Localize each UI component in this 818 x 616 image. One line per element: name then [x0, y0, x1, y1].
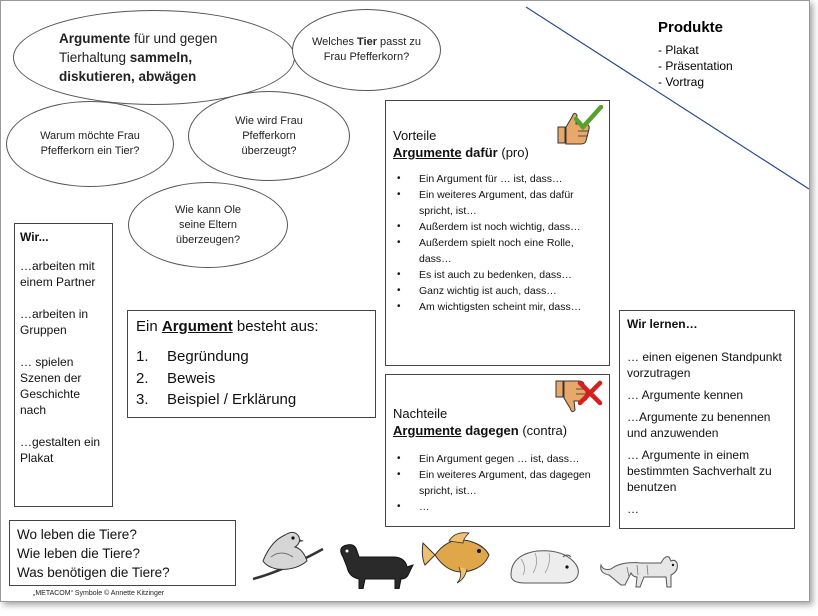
- vorteile-item: Ganz wichtig ist auch, dass…: [397, 283, 603, 299]
- bubble-warum: Warum möchte Frau Pfefferkorn ein Tier?: [6, 101, 174, 187]
- vorteile-sub-bold: Argumente: [393, 145, 462, 160]
- vorteile-item: Ein Argument für … ist, dass…: [397, 171, 603, 187]
- nachteile-item: Ein Argument gegen … ist, dass…: [397, 451, 603, 467]
- nachteile-sub-rest: (contra): [518, 423, 568, 438]
- vorteile-sub-bold2: dafür: [461, 145, 498, 160]
- tiere-line: Wo leben die Tiere?: [17, 527, 137, 542]
- wir-lernen-box: Wir lernen… … einen eigenen Standpunkt v…: [619, 310, 795, 529]
- bubble-argumente-text1: für und gegen Tierhaltung: [59, 31, 218, 65]
- nachteile-sub-bold: Argumente: [393, 423, 462, 438]
- vorteile-box: Vorteile Argumente dafür (pro) Ein Argum…: [385, 100, 610, 366]
- produkte-item: - Präsentation: [658, 59, 733, 73]
- vorteile-list: Ein Argument für … ist, dass… Ein weiter…: [393, 171, 603, 315]
- bubble-warum-text: Warum möchte Frau Pfefferkorn ein Tier?: [40, 130, 140, 157]
- nachteile-item: Ein weiteres Argument, das dagegen spric…: [397, 467, 603, 499]
- argument-item: 2.Beweis: [136, 369, 216, 387]
- diagonal-line: [525, 6, 809, 190]
- bubble-welches-bold: Tier: [357, 36, 377, 48]
- bubble-welches-pre: Welches: [311, 36, 358, 48]
- bubble-argumente: Argumente für und gegen Tierhaltung samm…: [13, 10, 295, 105]
- bubble-wie-wird: Wie wird Frau Pfefferkorn überzeugt?: [188, 91, 350, 181]
- bubble-argumente-bold1: Argumente: [59, 31, 131, 46]
- produkte-item: - Vortrag: [658, 75, 705, 89]
- argument-bold: Argument: [161, 318, 233, 335]
- vorteile-title: Vorteile: [393, 128, 437, 143]
- produkte-block: Produkte - Plakat - Präsentation - Vortr…: [658, 19, 733, 90]
- nachteile-item: …: [397, 499, 603, 515]
- argument-pre: Ein: [136, 318, 162, 335]
- wir-item: … spielen Szenen der Geschichte nach: [20, 355, 82, 417]
- wir-lernen-item: …Argumente zu benennen und anzuwenden: [627, 410, 771, 440]
- slide: Argumente für und gegen Tierhaltung samm…: [0, 0, 810, 602]
- cat-icon: [600, 556, 678, 588]
- thumbs-down-cross-icon: [555, 380, 603, 413]
- bubble-welches-post: passt zu Frau Pfefferkorn?: [323, 36, 422, 63]
- vorteile-sub-rest: (pro): [497, 145, 529, 160]
- dog-icon: [340, 544, 414, 589]
- tiere-line: Was benötigen die Tiere?: [17, 565, 170, 580]
- wir-item: …gestalten ein Plakat: [20, 435, 101, 465]
- wir-lernen-item: … einen eigenen Standpunkt vorzutragen: [627, 350, 782, 380]
- bubble-welches-tier: Welches Tier passt zu Frau Pfefferkorn?: [292, 9, 441, 91]
- vorteile-item: Am wichtigsten scheint mir, dass…: [397, 299, 603, 315]
- thumbs-up-check-icon: [557, 105, 604, 145]
- nachteile-title: Nachteile: [393, 406, 448, 421]
- wir-lernen-item: …: [627, 502, 639, 516]
- wir-box: Wir... …arbeiten mit einem Partner …arbe…: [14, 223, 113, 507]
- produkte-title: Produkte: [658, 19, 724, 36]
- argument-item: 1.Begründung: [136, 348, 249, 365]
- argument-post: besteht aus:: [232, 318, 319, 335]
- wir-title: Wir...: [20, 230, 49, 244]
- bubble-argumente-bold2: sammeln, diskutieren, abwägen: [59, 50, 197, 84]
- tiere-box: Wo leben die Tiere? Wie leben die Tiere?…: [9, 520, 236, 586]
- bubble-wie-wird-text: Wie wird Frau Pfefferkorn überzeugt?: [235, 114, 303, 157]
- argument-box: Ein Argument besteht aus: 1.Begründung 2…: [127, 310, 376, 418]
- bubble-wie-kann: Wie kann Ole seine Eltern überzeugen?: [128, 182, 288, 268]
- nachteile-list: Ein Argument gegen … ist, dass… Ein weit…: [393, 451, 603, 515]
- vorteile-item: Außerdem ist noch wichtig, dass…: [397, 219, 603, 235]
- wir-lernen-item: … Argumente in einem bestimmten Sachverh…: [627, 448, 772, 494]
- nachteile-box: Nachteile Argumente dagegen (contra) Ein…: [385, 374, 610, 527]
- vorteile-item: Außerdem spielt noch eine Rolle, dass…: [397, 235, 603, 267]
- vorteile-item: Es ist auch zu bedenken, dass…: [397, 267, 603, 283]
- guinea-pig-icon: [510, 550, 579, 584]
- vorteile-item: Ein weiteres Argument, das dafür spricht…: [397, 187, 603, 219]
- fish-icon: [421, 532, 490, 584]
- wir-lernen-item: … Argumente kennen: [627, 388, 744, 402]
- wir-item: …arbeiten in Gruppen: [20, 307, 89, 337]
- bird-icon: [252, 531, 324, 581]
- produkte-item: - Plakat: [658, 43, 699, 57]
- argument-list: 1.Begründung 2.Beweis 3.Beispiel / Erklä…: [136, 346, 367, 411]
- bubble-wie-kann-text: Wie kann Ole seine Eltern überzeugen?: [174, 203, 242, 246]
- wir-lernen-title: Wir lernen…: [627, 317, 698, 331]
- nachteile-sub-bold2: dagegen: [461, 423, 519, 438]
- wir-item: …arbeiten mit einem Partner: [20, 259, 96, 289]
- argument-item: 3.Beispiel / Erklärung: [136, 391, 297, 408]
- tiere-line: Wie leben die Tiere?: [17, 546, 141, 561]
- credit-text: „METACOM“ Symbole © Annette Kitzinger: [33, 590, 165, 597]
